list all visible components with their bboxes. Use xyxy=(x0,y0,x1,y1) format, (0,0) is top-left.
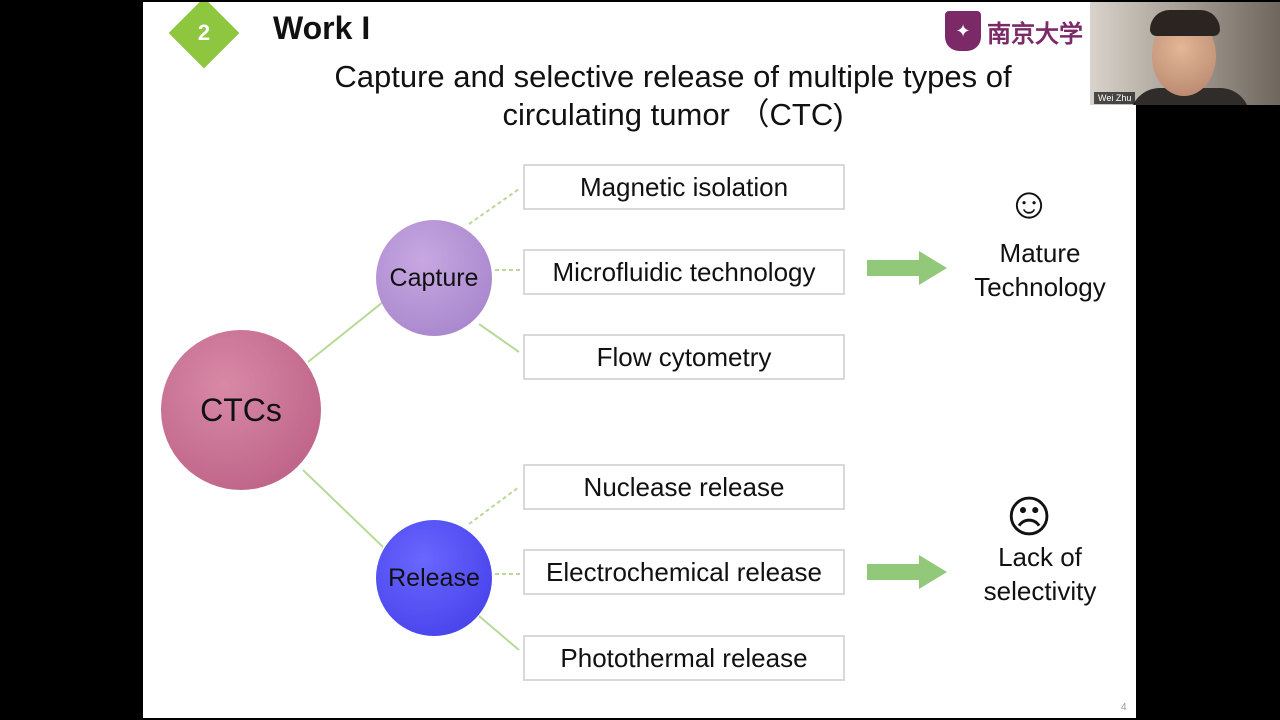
slide-title: Capture and selective release of multipl… xyxy=(233,58,1113,134)
method-box-photothermal-release: Photothermal release xyxy=(523,635,845,681)
method-box-electrochemical-release: Electrochemical release xyxy=(523,549,845,595)
connector-capture-magnetic xyxy=(468,188,520,225)
participant-name-label: Wei Zhu xyxy=(1094,92,1136,104)
slide-title-line-2: circulating tumor （CTC) xyxy=(502,97,844,132)
smiley-face-icon: ☺ xyxy=(1006,179,1052,228)
release-arrow-icon xyxy=(867,555,947,589)
method-box-flow-cytometry: Flow cytometry xyxy=(523,334,845,380)
section-number: 2 xyxy=(197,20,211,45)
sad-face-icon: ☹ xyxy=(1006,493,1052,542)
capture-outcome: Mature Technology xyxy=(945,236,1135,304)
connector-ctcs-release xyxy=(302,469,384,548)
capture-arrow-icon xyxy=(867,251,947,285)
webcam-video-tile[interactable]: Wei Zhu xyxy=(1090,2,1280,105)
connector-release-photothermal xyxy=(478,615,520,651)
method-box-microfluidic-technology: Microfluidic technology xyxy=(523,249,845,295)
presenter-body xyxy=(1130,88,1250,105)
presenter-hair xyxy=(1150,10,1220,36)
page-number: 4 xyxy=(1121,702,1127,713)
diagram-connectors xyxy=(302,188,521,651)
ctcs-node: CTCs xyxy=(161,330,321,490)
capture-outcome-line-2: Technology xyxy=(974,272,1106,302)
method-box-nuclease-release: Nuclease release xyxy=(523,464,845,510)
slide-title-line-1: Capture and selective release of multipl… xyxy=(334,59,1012,94)
connector-capture-flow xyxy=(478,323,520,353)
release-outcome-line-1: Lack of xyxy=(998,542,1082,572)
connector-ctcs-capture xyxy=(307,301,384,363)
release-outcome: Lack of selectivity xyxy=(945,540,1135,608)
slide-heading: Work I xyxy=(273,10,371,46)
university-name: 南京大学 xyxy=(987,18,1083,48)
university-logo: ✦ 南京大学 xyxy=(945,8,1095,54)
release-outcome-line-2: selectivity xyxy=(983,576,1097,606)
presentation-slide: 2 Work I ✦ 南京大学 Capture and selective re… xyxy=(143,2,1136,718)
method-box-magnetic-isolation: Magnetic isolation xyxy=(523,164,845,210)
release-node: Release xyxy=(376,520,492,636)
capture-node: Capture xyxy=(376,220,492,336)
capture-outcome-line-1: Mature xyxy=(999,238,1081,268)
connector-release-nuclease xyxy=(468,486,520,525)
university-emblem-icon: ✦ xyxy=(945,11,981,51)
